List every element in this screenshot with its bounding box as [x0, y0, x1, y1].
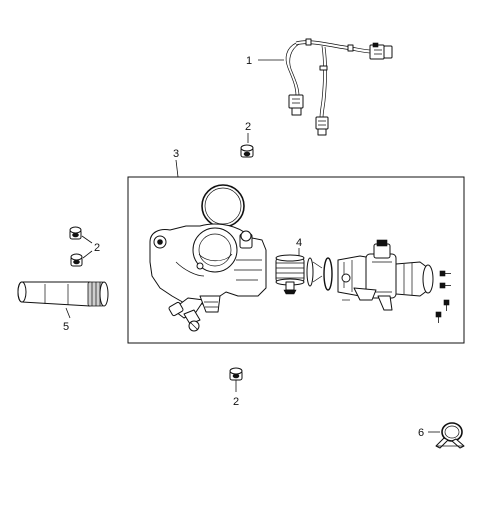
callout-2-top: 2	[245, 121, 251, 133]
harness-connector-left	[288, 94, 304, 116]
callout-2-left: 2	[94, 242, 100, 254]
harness-connector-right	[369, 42, 393, 60]
bolt-left-lower	[70, 250, 93, 267]
screw-1	[439, 270, 451, 277]
thermostat-housing	[149, 223, 267, 332]
assembly-box	[127, 159, 465, 344]
wiring-harness	[258, 38, 393, 136]
bolt-bottom	[229, 367, 243, 392]
screw-2	[439, 282, 451, 289]
o-ring	[201, 184, 245, 228]
bolt-top	[240, 133, 254, 158]
callout-3: 3	[173, 148, 179, 160]
thermostat-cover	[337, 239, 434, 311]
hose-coupler	[17, 281, 109, 319]
harness-connector-middle	[315, 116, 329, 136]
callout-1: 1	[246, 55, 252, 67]
callout-2-bottom: 2	[233, 396, 239, 408]
bolt-left-upper	[69, 226, 93, 244]
gasket	[323, 257, 333, 291]
screw-3	[443, 299, 450, 311]
callout-5: 5	[63, 321, 69, 333]
thermostat	[275, 248, 323, 295]
callout-4: 4	[296, 237, 302, 249]
cover-screws	[435, 270, 451, 323]
hose-clamp	[428, 422, 465, 449]
callout-6: 6	[418, 427, 424, 439]
screw-4	[435, 311, 442, 323]
